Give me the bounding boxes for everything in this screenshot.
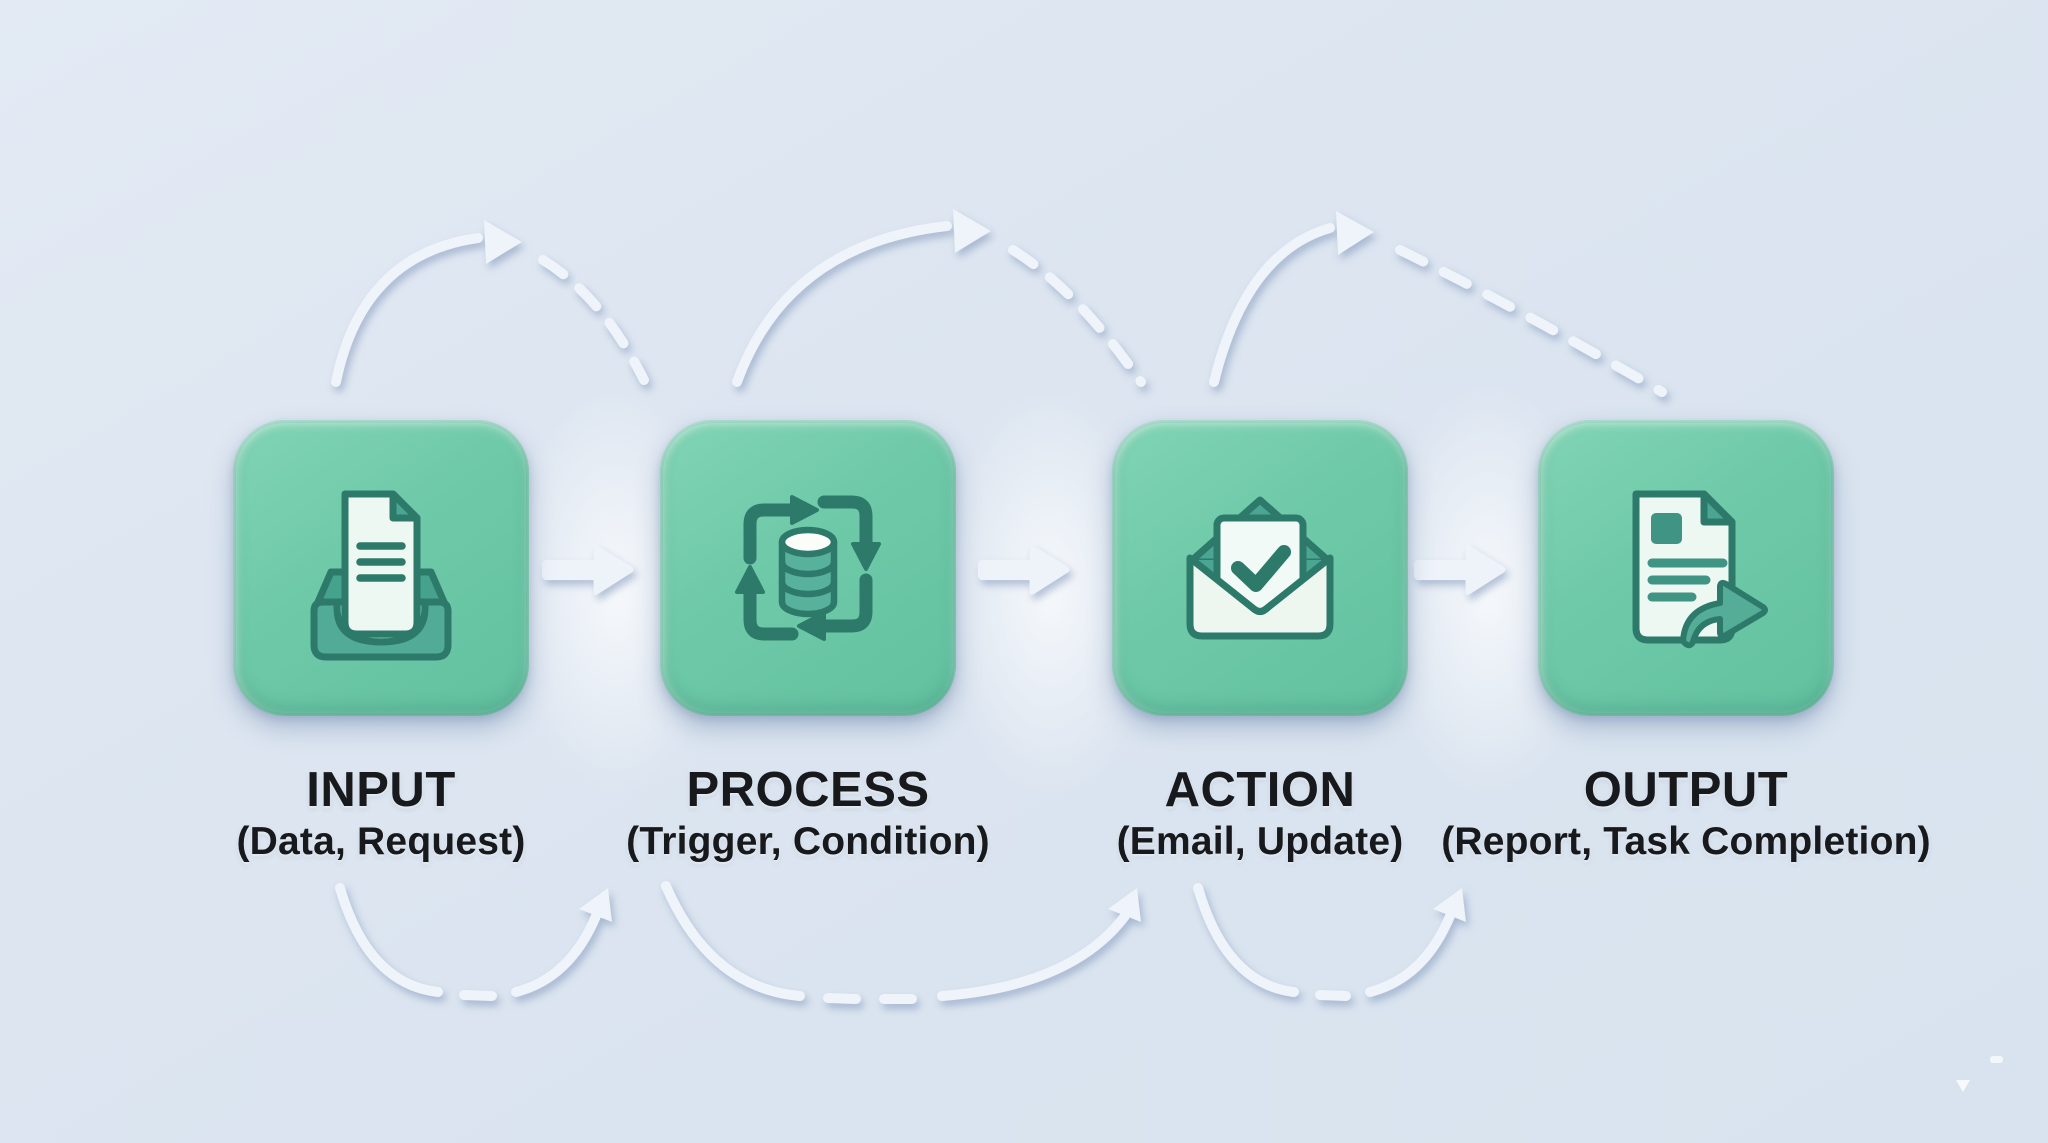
- corner-triangle-mark: [1956, 1080, 1970, 1092]
- stage-label-input: INPUT (Data, Request): [81, 762, 681, 866]
- stage-title: OUTPUT: [1583, 763, 1789, 817]
- stage-subtitle: (Report, Task Completion): [1441, 820, 1931, 863]
- inbox-document-icon: [310, 490, 452, 661]
- stage-title: ACTION: [1164, 763, 1356, 817]
- database-cycle-icon: [735, 495, 881, 641]
- stage-card-process: [660, 420, 956, 716]
- envelope-check-icon: [1186, 496, 1334, 640]
- flow-arrow-3: [1413, 544, 1506, 596]
- top-arc-arrow-2: [732, 209, 1146, 387]
- stage-card-output: [1538, 420, 1834, 716]
- document-share-icon: [1632, 490, 1768, 649]
- top-arc-arrow-1: [331, 220, 649, 387]
- stage-subtitle: (Trigger, Condition): [626, 820, 990, 863]
- bottom-arc-arrow-2: [661, 881, 1141, 1004]
- top-arc-arrow-3: [1209, 211, 1667, 397]
- stage-label-process: PROCESS (Trigger, Condition): [508, 762, 1108, 866]
- stage-card-input: [233, 420, 529, 716]
- corner-mark: [1990, 1056, 2003, 1063]
- stage-label-action: ACTION (Email, Update): [960, 762, 1560, 866]
- stage-subtitle: (Email, Update): [1116, 820, 1404, 863]
- flow-arrow-2: [977, 544, 1070, 596]
- stage-title: PROCESS: [686, 763, 930, 817]
- stage-card-action: [1112, 420, 1408, 716]
- stage-label-output: OUTPUT (Report, Task Completion): [1386, 762, 1986, 866]
- stage-subtitle: (Data, Request): [236, 820, 526, 863]
- bottom-arc-arrow-3: [1193, 883, 1466, 1001]
- flow-arrow-1: [541, 544, 634, 596]
- stage-title: INPUT: [306, 763, 456, 817]
- bottom-arc-arrow-1: [335, 883, 612, 1001]
